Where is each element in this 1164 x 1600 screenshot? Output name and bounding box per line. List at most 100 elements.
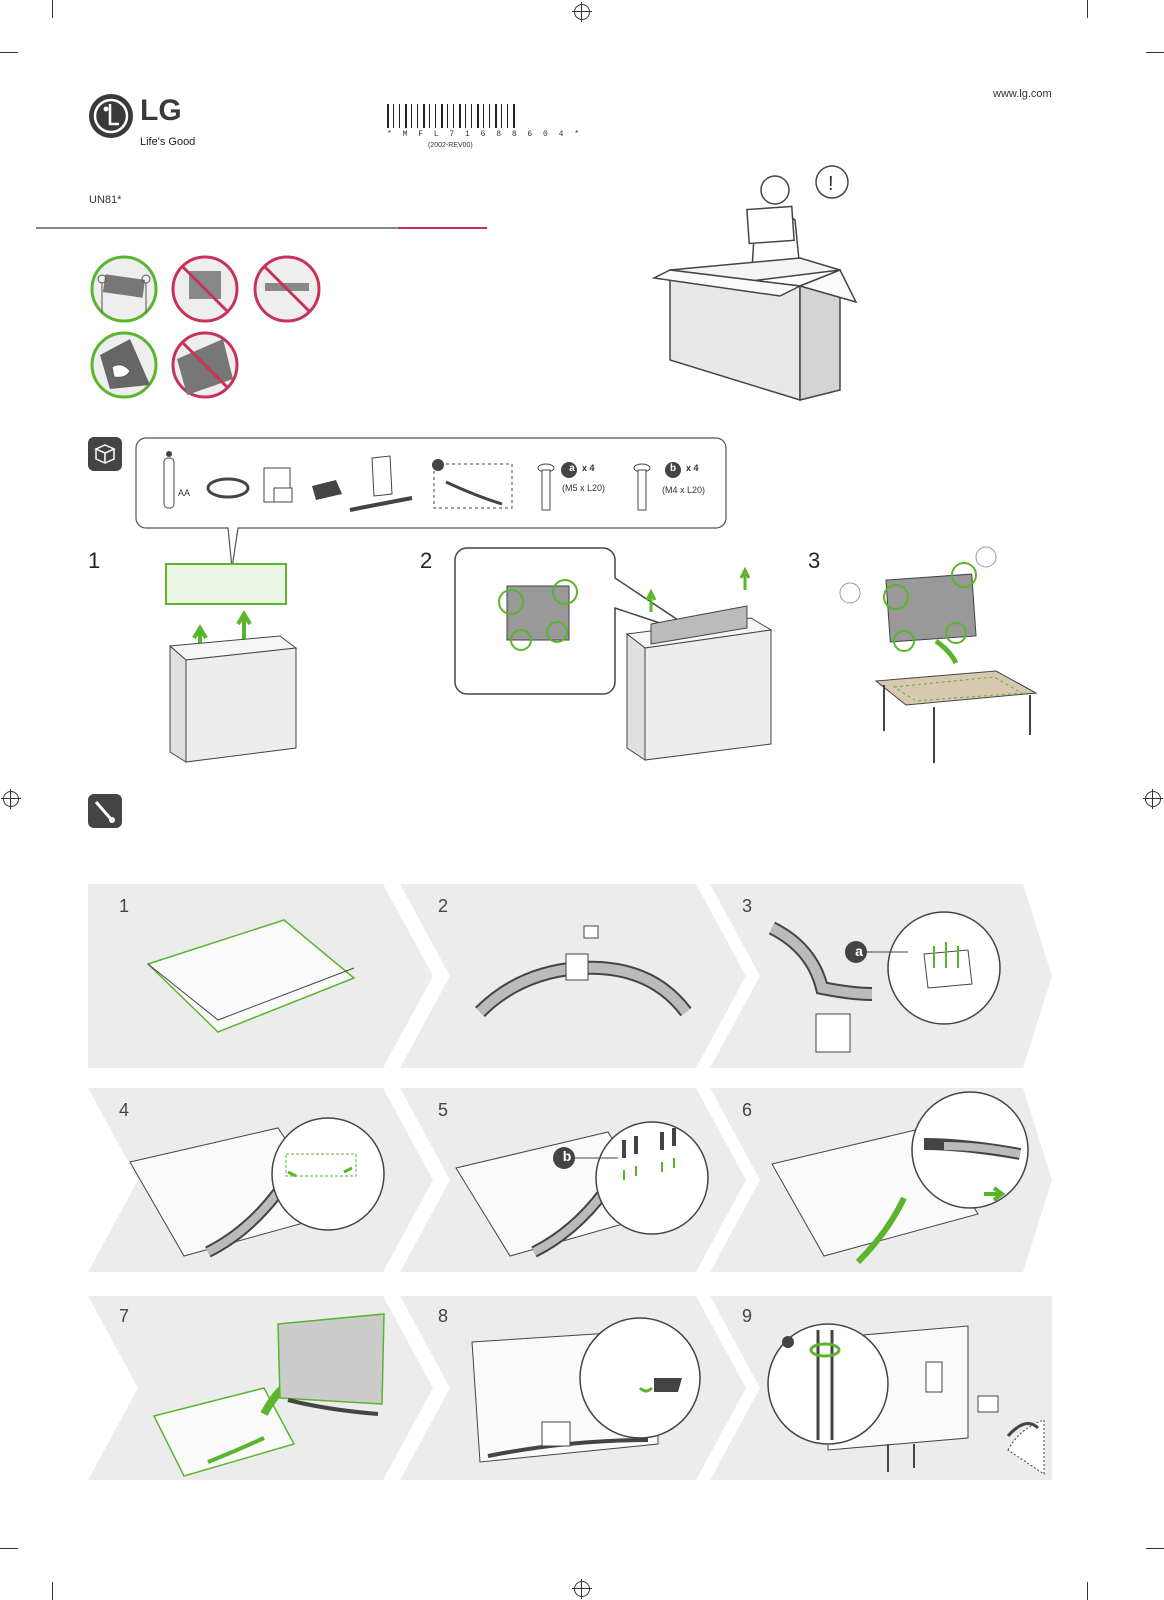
remote-control-icon (163, 451, 175, 509)
assembly-panels (88, 884, 1052, 1480)
read-manual-illustration: ! (651, 165, 858, 402)
components-panel (135, 437, 727, 569)
step-2-illustration (475, 925, 692, 1018)
barcode-bar (483, 104, 484, 128)
divider-accent (398, 227, 487, 229)
screw-a-letter: a (569, 463, 575, 474)
barcode-bar (477, 104, 479, 128)
box-contents-icon (88, 437, 122, 471)
assembly-step-number: 2 (438, 896, 449, 916)
handling-guide-forbidden (171, 255, 321, 399)
assembly-tool-icon (88, 794, 122, 828)
website-url: www.lg.com (993, 88, 1052, 100)
barcode-bar (393, 104, 394, 128)
barcode-bar (501, 104, 502, 128)
no-touch-screen-icon (171, 331, 239, 399)
step-7-illustration (152, 1313, 385, 1477)
revision-code: (2002-REV00) (428, 142, 473, 149)
assembly-step-number: 8 (438, 1306, 449, 1326)
registration-mark (1143, 789, 1163, 809)
barcode-bar (441, 104, 443, 128)
step-4-illustration (129, 1117, 385, 1258)
crop-mark (1146, 52, 1164, 53)
assembly-step-number: 1 (119, 896, 130, 916)
warning-icon: ! (828, 173, 834, 195)
barcode (387, 104, 517, 128)
assembly-step-number: 4 (119, 1100, 130, 1120)
assembly-step-number: 7 (119, 1306, 130, 1326)
tagline: Life's Good (140, 136, 196, 148)
cable-holder-icon (312, 480, 342, 500)
screw-a-quantity: x 4 (582, 463, 595, 473)
step-3-callout-label: a (855, 943, 863, 959)
crop-mark (0, 1548, 18, 1549)
lg-logo (89, 94, 133, 138)
barcode-bar (459, 104, 461, 128)
barcode-bar (411, 104, 412, 128)
handling-guide (90, 255, 158, 399)
screw-b-spec: (M4 x L20) (662, 485, 706, 495)
barcode-bar (507, 104, 508, 128)
barcode-bar (429, 104, 430, 128)
lg-wordmark: LG (140, 94, 182, 127)
step-8-illustration (471, 1317, 701, 1463)
crop-mark (1087, 0, 1088, 18)
step-6-illustration (771, 1091, 1029, 1265)
step-1-illustration (146, 919, 356, 1033)
lg-logo-mark-icon (89, 94, 133, 138)
barcode-bar (447, 104, 448, 128)
registration-mark (572, 2, 592, 22)
registration-mark (572, 1579, 592, 1599)
barcode-bar (489, 104, 490, 128)
step-9-illustration (767, 1323, 1045, 1475)
manual-icon (263, 467, 293, 503)
barcode-bar (423, 104, 425, 128)
screw-a-icon (537, 462, 577, 511)
crop-mark (52, 0, 53, 18)
unpack-step-3-illustration (839, 546, 1038, 763)
barcode-text: * M F L 7 1 6 8 8 6 0 4 * (387, 130, 583, 139)
top-packing-insert (165, 563, 287, 605)
barcode-bar (495, 104, 497, 128)
divider (36, 227, 398, 229)
assembly-step-number: 5 (438, 1100, 449, 1120)
registration-mark (1, 789, 21, 809)
battery-label: AA (178, 488, 191, 498)
no-carry-flat-icon (171, 255, 239, 323)
crop-mark (52, 1582, 53, 1600)
barcode-bar (417, 104, 418, 128)
screw-b-quantity: x 4 (686, 463, 699, 473)
crop-mark (1087, 1582, 1088, 1600)
assembly-step-number: 3 (742, 896, 753, 916)
crop-mark (0, 52, 18, 53)
barcode-bar (387, 104, 389, 128)
assembly-step-number: 6 (742, 1100, 753, 1120)
unpack-step-number: 3 (808, 548, 821, 573)
model-number: UN81* (89, 194, 122, 206)
step-5-callout-label: b (562, 1148, 572, 1164)
stand-body-icon (349, 455, 413, 512)
unpack-step-number: 2 (420, 548, 433, 573)
ok-hold-bottom-icon (90, 331, 158, 399)
barcode-bar (405, 104, 407, 128)
barcode-bar (435, 104, 436, 128)
screw-a-spec: (M5 x L20) (562, 483, 606, 493)
crop-mark (1146, 1548, 1164, 1549)
cable-tie-box (432, 459, 513, 509)
no-carry-facedown-icon (253, 255, 321, 323)
screw-b-icon (633, 462, 681, 511)
barcode-bar (399, 104, 400, 128)
barcode-bar (453, 104, 454, 128)
barcode-bars (387, 104, 515, 128)
screw-b-letter: b (669, 463, 677, 474)
ok-carry-upright-icon (90, 255, 158, 323)
step-3-illustration (768, 911, 1001, 1053)
barcode-bar (471, 104, 472, 128)
unpack-step-1-illustration (165, 563, 298, 763)
step-5-illustration (455, 1121, 709, 1258)
shipping-box-icon (651, 257, 858, 402)
power-cable-icon (206, 477, 250, 499)
barcode-bar (465, 104, 466, 128)
unpack-step-2-illustration (454, 547, 773, 761)
assembly-step-number: 9 (742, 1306, 753, 1326)
